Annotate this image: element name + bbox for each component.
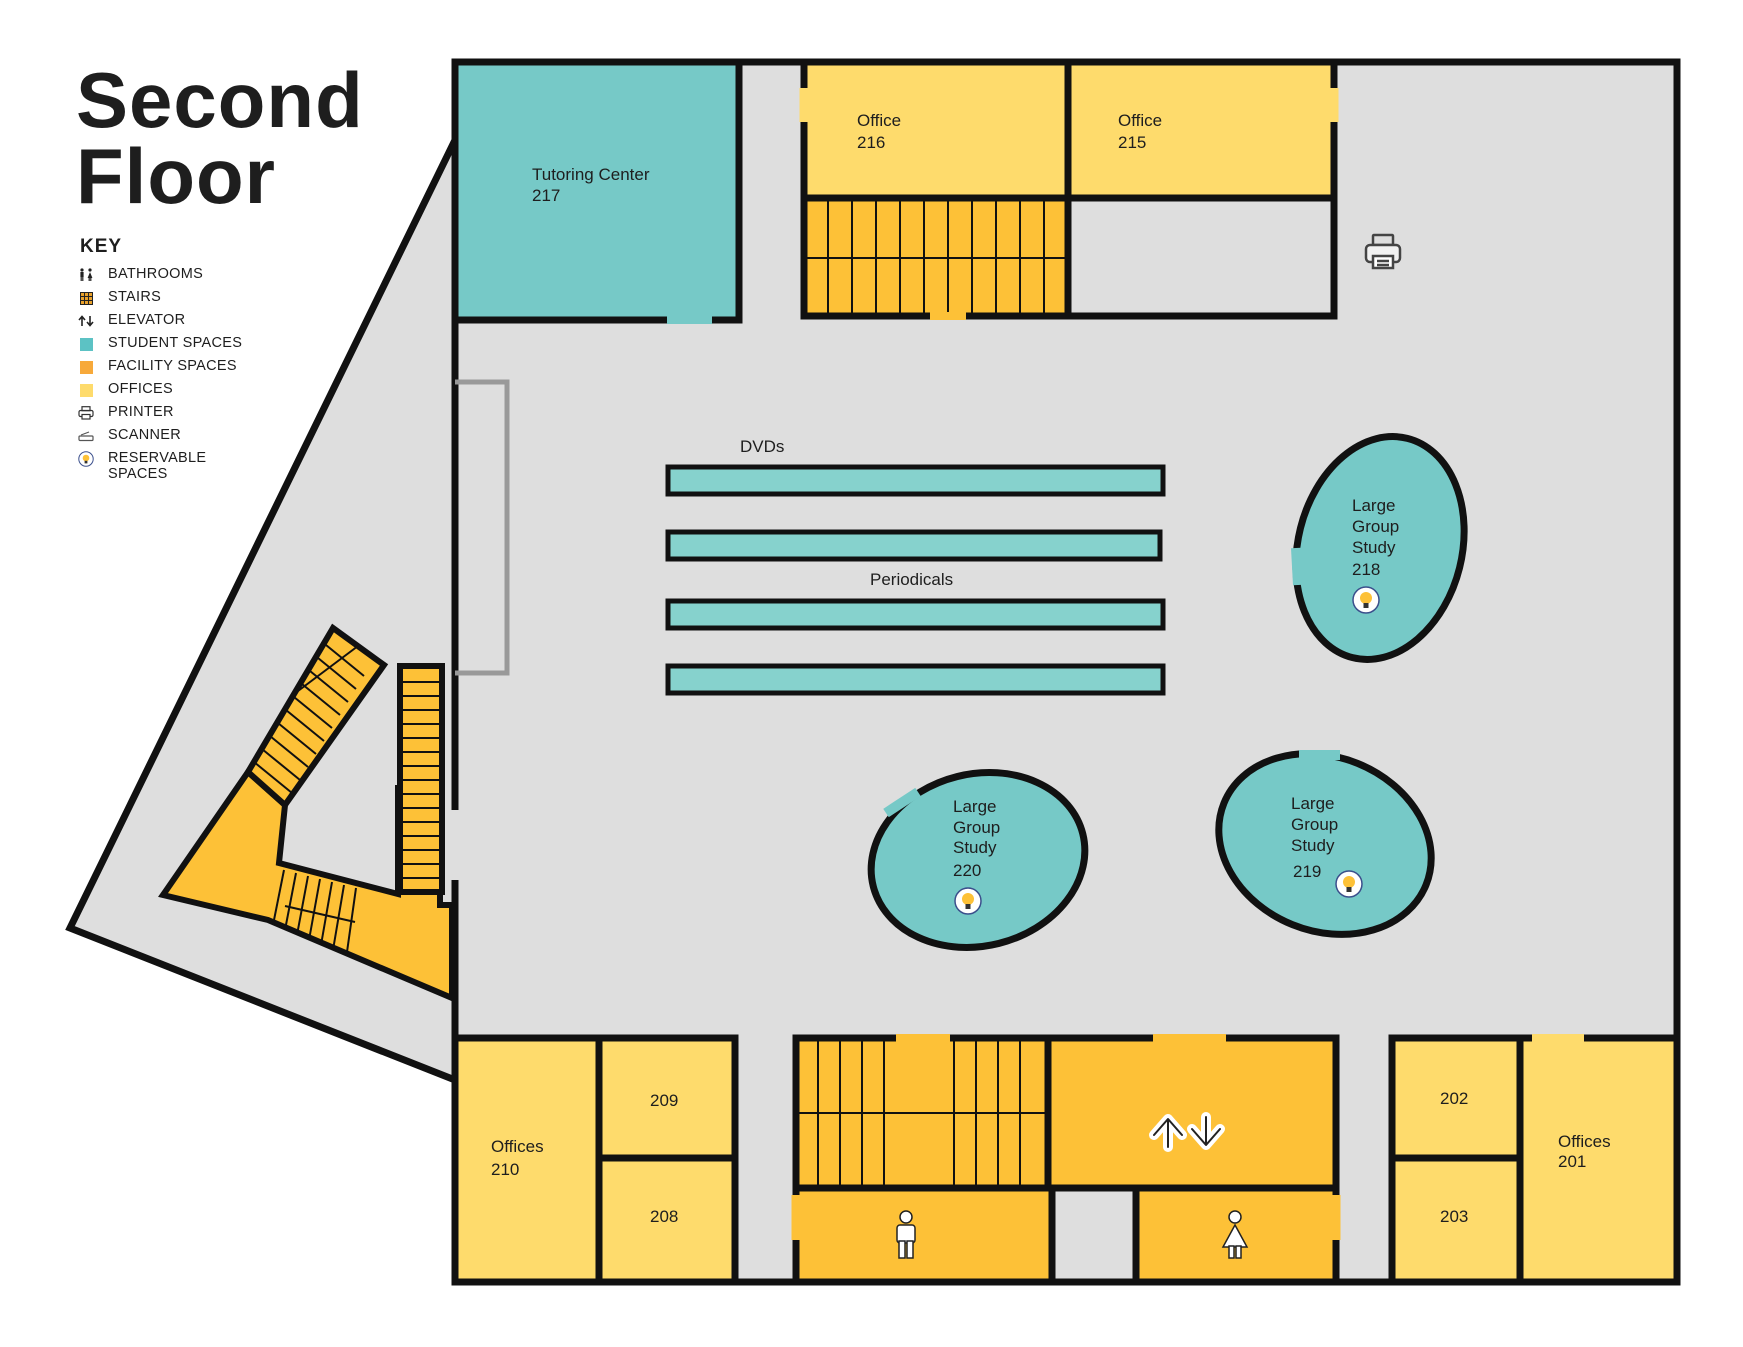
study-219-line1: Large — [1291, 794, 1334, 813]
study-218-number: 218 — [1352, 560, 1380, 579]
room-203[interactable] — [1388, 1154, 1524, 1286]
page-title-line1: Second — [76, 56, 364, 144]
shelf-label-dvds: DVDs — [740, 437, 784, 456]
west-stairs-diagonal — [244, 623, 389, 810]
office-215-number: 215 — [1118, 133, 1146, 152]
tutoring-center-217[interactable] — [451, 58, 743, 324]
key-item-stairs: STAIRS — [78, 289, 242, 312]
key-item-elevator: ELEVATOR — [78, 312, 242, 335]
study-220-line2: Group — [953, 818, 1000, 837]
scanner-icon — [78, 428, 94, 444]
display-outline — [455, 379, 510, 676]
student-spaces-swatch — [78, 336, 94, 352]
elevator-icon — [78, 313, 94, 329]
elevator-icon-outline — [1153, 1116, 1221, 1148]
study-218-line1: Large — [1352, 496, 1395, 515]
key-item-scanner: SCANNER — [78, 427, 242, 450]
elevator-lobby — [1044, 1034, 1340, 1192]
north-stairs-treads — [804, 198, 1068, 316]
office-216-number: 216 — [857, 133, 885, 152]
key-label-student-spaces: STUDENT SPACES — [108, 335, 243, 351]
study-219-number: 219 — [1293, 862, 1321, 881]
key-label-bathrooms: BATHROOMS — [108, 266, 204, 282]
shelf-periodicals — [665, 598, 1166, 631]
key-label-facility-spaces: FACILITY SPACES — [108, 358, 237, 374]
study-room-219[interactable] — [1191, 723, 1458, 966]
west-stairs-diagonal-treads — [253, 644, 365, 794]
study-218-door-gap — [1291, 547, 1303, 586]
study-220-line3: Study — [953, 838, 997, 857]
tutoring-center-number: 217 — [532, 186, 560, 205]
woman-icon — [1221, 1210, 1249, 1259]
room-208[interactable] — [595, 1154, 739, 1286]
key-label-stairs: STAIRS — [108, 289, 162, 305]
man-icon — [896, 1210, 916, 1259]
offices-201-name: Offices — [1558, 1132, 1611, 1151]
reservable-icon-220 — [954, 887, 982, 915]
offices-210-name: Offices — [491, 1137, 544, 1156]
shelf-2 — [665, 529, 1163, 562]
key-title: KEY — [80, 236, 123, 257]
key-label-elevator: ELEVATOR — [108, 312, 186, 328]
key-item-bathrooms: BATHROOMS — [78, 266, 242, 289]
shelf-label-periodicals: Periodicals — [870, 570, 953, 589]
study-219-line3: Study — [1291, 836, 1335, 855]
key-label-offices: OFFICES — [108, 381, 173, 397]
west-landing-treads — [272, 869, 357, 953]
printer-icon — [78, 405, 94, 421]
room-209[interactable] — [595, 1034, 739, 1162]
mens-bathroom[interactable] — [792, 1184, 1056, 1286]
offices-210-number: 210 — [491, 1160, 519, 1179]
north-storage — [1064, 194, 1338, 320]
office-216[interactable] — [800, 58, 1072, 202]
south-stairs-treads — [796, 1038, 1048, 1188]
office-215[interactable] — [1064, 58, 1338, 202]
reservable-icon-219 — [1335, 870, 1363, 898]
facility-spaces-swatch — [78, 359, 94, 375]
room-209-number: 209 — [650, 1091, 678, 1110]
room-202-number: 202 — [1440, 1089, 1468, 1108]
reservable-icon — [78, 451, 94, 467]
offices-201[interactable] — [1516, 1034, 1681, 1286]
study-220-number: 220 — [953, 861, 981, 880]
bathroom-corridor — [1048, 1184, 1140, 1286]
tutoring-center-name: Tutoring Center — [532, 165, 650, 184]
west-stairs-vertical-treads — [400, 681, 442, 879]
office-215-name: Office — [1118, 111, 1162, 130]
key-label-reservable-line2: SPACES — [108, 466, 168, 482]
offices-210[interactable] — [451, 1034, 603, 1286]
stairs-icon — [78, 290, 94, 306]
bathrooms-icon — [78, 267, 94, 283]
office-216-name: Office — [857, 111, 901, 130]
room-208-number: 208 — [650, 1207, 678, 1226]
key-item-student-spaces: STUDENT SPACES — [78, 335, 242, 358]
key-item-printer: PRINTER — [78, 404, 242, 427]
study-218-line2: Group — [1352, 517, 1399, 536]
study-218-line3: Study — [1352, 538, 1396, 557]
reservable-icon-218 — [1352, 586, 1380, 614]
key-item-offices: OFFICES — [78, 381, 242, 404]
study-220-door-gap — [883, 787, 921, 818]
study-room-218[interactable] — [1273, 419, 1487, 678]
page-title: Second Floor — [76, 56, 364, 220]
key-item-reservable: RESERVABLE SPACES — [78, 450, 242, 486]
page-title-line2: Floor — [76, 132, 276, 220]
shelf-dvds — [665, 464, 1166, 497]
study-220-line1: Large — [953, 797, 996, 816]
study-room-220[interactable] — [852, 750, 1103, 969]
key-label-scanner: SCANNER — [108, 427, 181, 443]
study-219-line2: Group — [1291, 815, 1338, 834]
room-203-number: 203 — [1440, 1207, 1468, 1226]
offices-swatch — [78, 382, 94, 398]
offices-201-number: 201 — [1558, 1152, 1586, 1171]
key-label-printer: PRINTER — [108, 404, 174, 420]
key-item-facility-spaces: FACILITY SPACES — [78, 358, 242, 381]
printer-icon[interactable] — [1364, 233, 1402, 270]
key-label-reservable: RESERVABLE — [108, 450, 207, 466]
shelf-4 — [665, 663, 1166, 696]
map-key: BATHROOMS STAIRS ELEVATOR STUDENT SPACES… — [78, 266, 242, 486]
